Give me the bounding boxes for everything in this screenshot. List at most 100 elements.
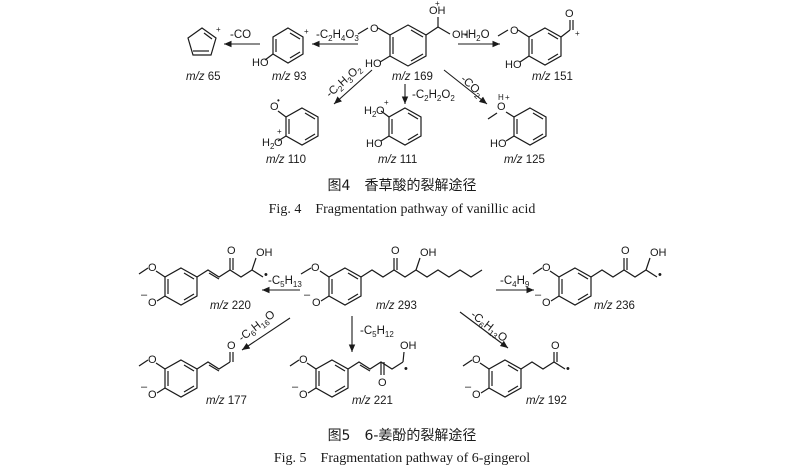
fig4-caption-cn: 图4 香草酸的裂解途径 [328,177,477,194]
fragment-177: O O – O m/z 177 [138,340,247,407]
svg-text:O: O [148,389,157,401]
svg-text:O: O [312,297,321,309]
svg-text:-C2H4O3: -C2H4O3 [316,29,359,43]
svg-text:O: O [299,389,308,401]
svg-text:–: – [292,381,299,393]
svg-text:m/z 169: m/z 169 [392,71,433,83]
svg-text:H: H [364,105,372,117]
svg-text:O: O [621,245,630,257]
svg-text:H: H [498,93,504,102]
svg-text:2: 2 [372,110,377,119]
vanillic-acid-parent: OH + OH O HO m/z 169 [357,0,469,83]
svg-text:O: O [542,262,551,274]
svg-text:m/z 110: m/z 110 [266,154,306,166]
svg-text:+: + [277,127,282,136]
svg-text:O: O [227,245,236,257]
fig5-pathway: O O – O OH m/z 293 -C5H13 O O [138,245,667,407]
svg-text:O: O [510,25,519,37]
svg-text:+: + [435,0,440,8]
svg-text:m/z 111: m/z 111 [378,154,417,166]
loss-arrow-c6h16o [241,317,291,351]
loss-arrow-co2 [443,69,488,105]
svg-text:O: O [565,8,574,20]
svg-text:•: • [566,363,570,375]
svg-text:OH: OH [650,247,667,259]
fragment-220: O O – O OH • m/z 220 [138,245,273,312]
fragment-110: O • H 2 O + m/z 110 [262,96,319,166]
svg-text:m/z 177: m/z 177 [206,395,247,407]
svg-text:-CO2: -CO2 [457,73,486,101]
fig5-caption-cn: 图5 6-姜酚的裂解途径 [328,427,477,444]
svg-text:+: + [575,29,580,38]
fragment-236: O O – O OH • m/z 236 [532,245,667,312]
fig4-pathway: OH + OH O HO m/z 169 -C2H4O3 + HO m/z 93 [186,0,580,166]
svg-text:–: – [141,289,148,301]
svg-text:OH: OH [452,29,469,41]
loss-arrow-c2h3o2 [333,69,373,105]
svg-text:–: – [465,381,472,393]
gingerol-parent: O O – O OH m/z 293 [300,245,483,312]
svg-text:-CO: -CO [230,29,251,41]
svg-text:•: • [658,269,662,281]
svg-text:OH: OH [429,5,446,17]
loss-arrow-c6h13o [459,311,509,349]
svg-text:2: 2 [270,142,275,151]
svg-text:+: + [384,98,389,107]
svg-text:m/z 236: m/z 236 [594,300,635,312]
svg-text:HO: HO [366,138,383,150]
svg-text:m/z 125: m/z 125 [504,154,545,166]
fragment-111: H 2 O + HO m/z 111 [364,98,422,166]
fig4-caption-en: Fig. 4 Fragmentation pathway of vanillic… [269,202,536,217]
svg-text:m/z 65: m/z 65 [186,71,221,83]
svg-text:O: O [148,262,157,274]
svg-text:-C4H9: -C4H9 [500,275,530,289]
svg-text:O: O [472,354,481,366]
svg-text:-C6H16O: -C6H16O [236,309,278,346]
svg-text:O: O [391,245,400,257]
svg-text:O: O [311,262,320,274]
svg-text:OH: OH [400,340,417,352]
svg-text:O: O [299,354,308,366]
svg-text:O: O [376,105,385,117]
svg-text:O: O [270,101,279,113]
svg-text:m/z 192: m/z 192 [526,395,567,407]
svg-text:–: – [535,289,542,301]
fragment-93: + HO m/z 93 [252,27,309,83]
svg-text:H: H [262,137,270,149]
svg-text:-C2H3O2: -C2H3O2 [324,62,366,101]
svg-text:OH: OH [420,247,437,259]
svg-text:-C5H13: -C5H13 [268,275,302,289]
fragment-192: O O – O • m/z 192 [462,340,570,407]
svg-text:+: + [304,27,309,36]
svg-text:O: O [148,297,157,309]
svg-text:+: + [216,25,221,34]
svg-text:m/z 220: m/z 220 [210,300,251,312]
svg-text:-H2O: -H2O [464,29,490,43]
fragment-65: + m/z 65 [186,25,221,83]
svg-text:–: – [304,289,311,301]
svg-text:OH: OH [256,247,273,259]
svg-text:-C6H13O: -C6H13O [467,309,509,346]
svg-text:•: • [264,269,268,281]
svg-text:HO: HO [490,138,507,150]
svg-text:HO: HO [505,59,522,71]
fragment-125: O H + HO m/z 125 [487,93,547,166]
fragment-151: O + O HO m/z 151 [497,8,580,83]
svg-text:O: O [370,23,379,35]
svg-text:HO: HO [252,57,269,69]
fragment-221: O O – O OH • m/z 221 [289,340,417,407]
svg-text:m/z 221: m/z 221 [352,395,393,407]
svg-text:+: + [505,93,510,102]
svg-text:HO: HO [365,58,382,70]
svg-text:–: – [141,381,148,393]
svg-text:•: • [404,363,408,375]
svg-text:-C2H2O2: -C2H2O2 [412,89,455,103]
fig5-caption-en: Fig. 5 Fragmentation pathway of 6-ginger… [274,451,530,466]
svg-text:m/z 93: m/z 93 [272,71,307,83]
svg-text:-C5H12: -C5H12 [360,325,394,339]
mz-169: 169 [414,71,433,83]
svg-text:O: O [227,340,236,352]
svg-text:m/z 151: m/z 151 [532,71,573,83]
svg-text:m/z 293: m/z 293 [376,300,417,312]
svg-text:O: O [472,389,481,401]
